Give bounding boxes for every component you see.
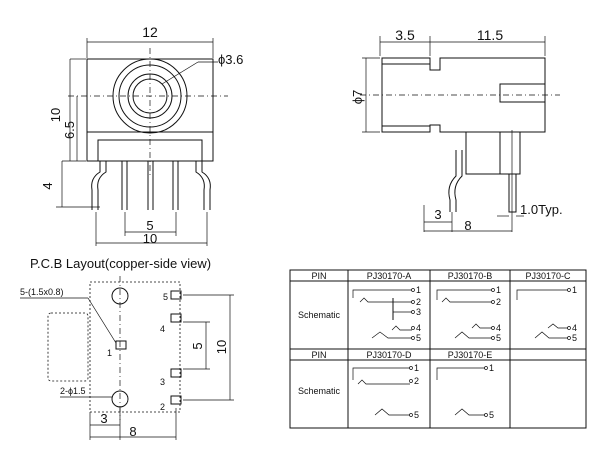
side-diameter-dim: ϕ7 [350, 90, 365, 105]
svg-text:4: 4 [572, 323, 577, 333]
svg-text:5: 5 [496, 333, 501, 343]
pad-4 [170, 313, 182, 323]
pin-header-2: PIN [311, 350, 326, 360]
model-c: PJ30170-C [525, 271, 571, 281]
pad-3 [170, 368, 182, 378]
pcb-pin-5-label: 5 [163, 292, 168, 302]
front-height-dim: 10 [48, 108, 63, 122]
schematic-c: 1 4 5 [516, 285, 577, 343]
schematic-a: 1 2 3 4 5 [352, 285, 421, 343]
side-view: 3.5 11.5 ϕ7 3 8 1.0Typ. [350, 27, 563, 233]
pin-span-dim: 10 [143, 231, 157, 246]
pcb-pin-gap-dim: 5 [190, 342, 205, 349]
front-center-dim: 6.5 [62, 121, 77, 139]
svg-text:5: 5 [416, 333, 421, 343]
mount-hole-top [111, 287, 129, 305]
pin-pitch-dim: 5 [146, 218, 153, 233]
jack-body-side [381, 57, 546, 133]
pin-offset-dim: 3 [434, 207, 441, 222]
svg-text:1: 1 [496, 285, 501, 295]
schematic-d: 1 2 5 [352, 363, 419, 420]
svg-text:2: 2 [416, 297, 421, 307]
svg-text:1: 1 [572, 285, 577, 295]
pad-1 [115, 340, 127, 350]
svg-text:5: 5 [489, 410, 494, 420]
schematic-label-2: Schematic [298, 386, 341, 396]
pin-thickness-dim: 1.0Typ. [520, 202, 563, 217]
pcb-offset-dim: 3 [100, 411, 107, 426]
body-length-dim: 11.5 [477, 27, 503, 43]
pcb-layout: P.C.B Layout(copper-side view) 5 4 1 3 2… [20, 256, 234, 440]
model-e: PJ30170-E [448, 350, 493, 360]
model-b: PJ30170-B [448, 271, 493, 281]
pcb-pin-3-label: 3 [160, 377, 165, 387]
pin-length-dim: 8 [464, 218, 471, 233]
model-a: PJ30170-A [367, 271, 412, 281]
flange-dim: 3.5 [395, 27, 415, 43]
front-width-dim: 12 [142, 24, 158, 40]
svg-text:3: 3 [416, 307, 421, 317]
pcb-pin-1-label: 1 [107, 348, 112, 358]
pcb-width-dim: 8 [129, 424, 136, 439]
pcb-layout-title: P.C.B Layout(copper-side view) [30, 256, 211, 271]
svg-text:5: 5 [414, 410, 419, 420]
mount-hole-bottom [111, 390, 129, 408]
svg-text:1: 1 [489, 363, 494, 373]
pad-5 [170, 290, 182, 300]
schematic-label-1: Schematic [298, 310, 341, 320]
svg-text:1: 1 [414, 363, 419, 373]
model-d: PJ30170-D [366, 350, 412, 360]
pin-header-1: PIN [311, 271, 326, 281]
slot-size-label: 5-(1.5x0.8) [20, 287, 64, 297]
svg-text:1: 1 [416, 285, 421, 295]
svg-text:5: 5 [572, 333, 577, 343]
hole-diameter-dim: ϕ3.6 [218, 52, 243, 67]
front-leg-dim: 4 [40, 182, 55, 189]
pcb-span-dim: 10 [214, 340, 229, 354]
pcb-pin-2-label: 2 [160, 402, 165, 412]
svg-text:2: 2 [414, 376, 419, 386]
schematic-table: PIN PJ30170-A PJ30170-B PJ30170-C Schema… [289, 269, 587, 429]
hole-size-label: 2-ϕ1.5 [60, 386, 86, 396]
pcb-pin-4-label: 4 [160, 324, 165, 334]
svg-text:4: 4 [416, 323, 421, 333]
schematic-b: 1 2 4 5 [436, 285, 501, 343]
svg-text:4: 4 [496, 323, 501, 333]
front-view: 12 ϕ3.6 10 6.5 4 [40, 24, 243, 246]
svg-text:2: 2 [496, 297, 501, 307]
schematic-e: 1 5 [436, 363, 494, 420]
pad-2 [170, 395, 182, 405]
